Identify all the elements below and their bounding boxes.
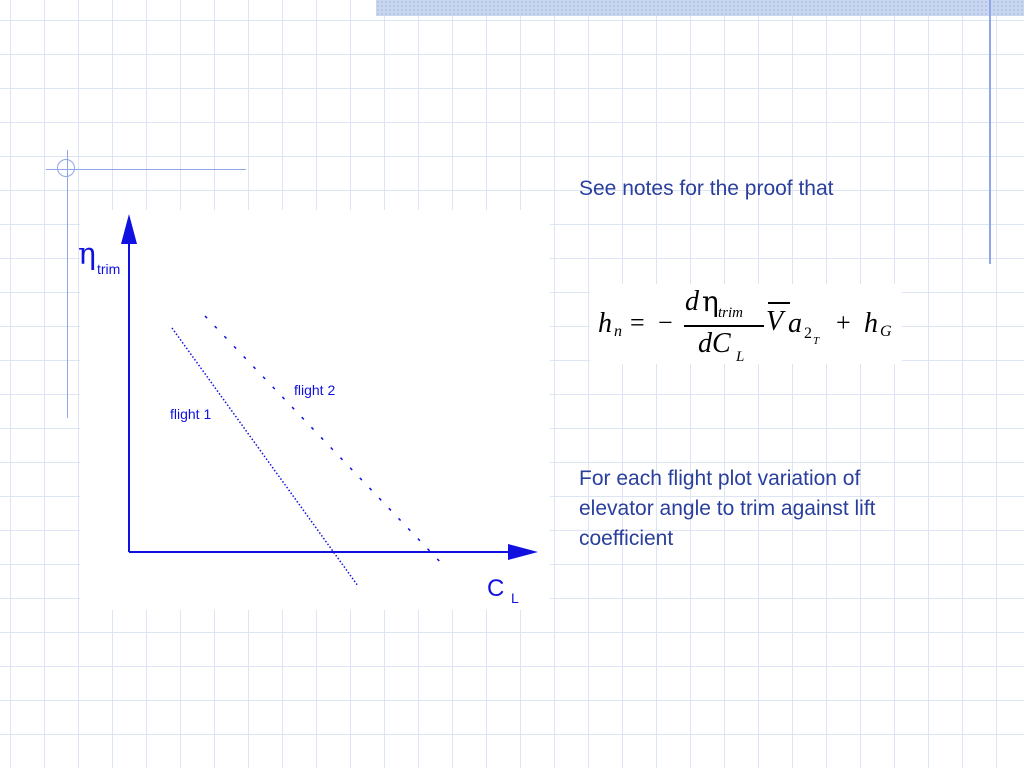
formula-denominator-subscript: L xyxy=(736,349,745,365)
formula-minus: − xyxy=(658,308,673,337)
y-axis-label-subscript: trim xyxy=(97,261,121,277)
series-line-flight-1 xyxy=(171,327,359,587)
formula-equals: = xyxy=(630,308,645,337)
formula-a: a xyxy=(788,308,802,339)
x-axis-label-subscript: L xyxy=(511,590,519,606)
formula-numerator-d: d xyxy=(685,286,699,317)
series-label-flight-2: flight 2 xyxy=(294,382,336,398)
note-instruction-text: For each flight plot variation of elevat… xyxy=(579,467,876,550)
right-accent-line xyxy=(989,0,991,264)
y-axis-arrowhead xyxy=(121,214,137,244)
formula-plus: + xyxy=(836,308,851,337)
top-accent-line xyxy=(46,169,246,170)
formula-h2: h xyxy=(864,308,878,339)
left-accent-line xyxy=(67,150,68,418)
formula-v: V xyxy=(766,306,784,337)
formula-numerator-subscript: trim xyxy=(718,305,744,321)
series-line-flight-2 xyxy=(204,315,446,568)
formula-denominator-dC: dC xyxy=(698,328,731,359)
x-axis-arrowhead xyxy=(508,544,538,560)
x-axis-label-symbol: C xyxy=(487,575,505,602)
formula-fraction-bar xyxy=(684,325,764,327)
y-axis-label-symbol: η xyxy=(78,237,96,272)
note-proof-text: See notes for the proof that xyxy=(579,177,834,200)
series-label-flight-1: flight 1 xyxy=(170,406,212,422)
formula-a-subsubscript: T xyxy=(813,335,820,347)
formula-h2-subscript: G xyxy=(880,323,892,340)
formula-h: h xyxy=(598,308,612,339)
formula-a-subscript: 2 xyxy=(804,325,812,342)
header-band xyxy=(376,0,1024,16)
crosshair-ornament xyxy=(57,159,75,177)
formula-v-overbar xyxy=(768,302,790,304)
formula-numerator-eta: η xyxy=(702,285,719,318)
formula-h-subscript: n xyxy=(614,323,622,340)
neutral-point-formula: h n = − d η trim dC L V a 2 T + h G xyxy=(590,284,902,365)
diagram-background xyxy=(80,210,550,610)
